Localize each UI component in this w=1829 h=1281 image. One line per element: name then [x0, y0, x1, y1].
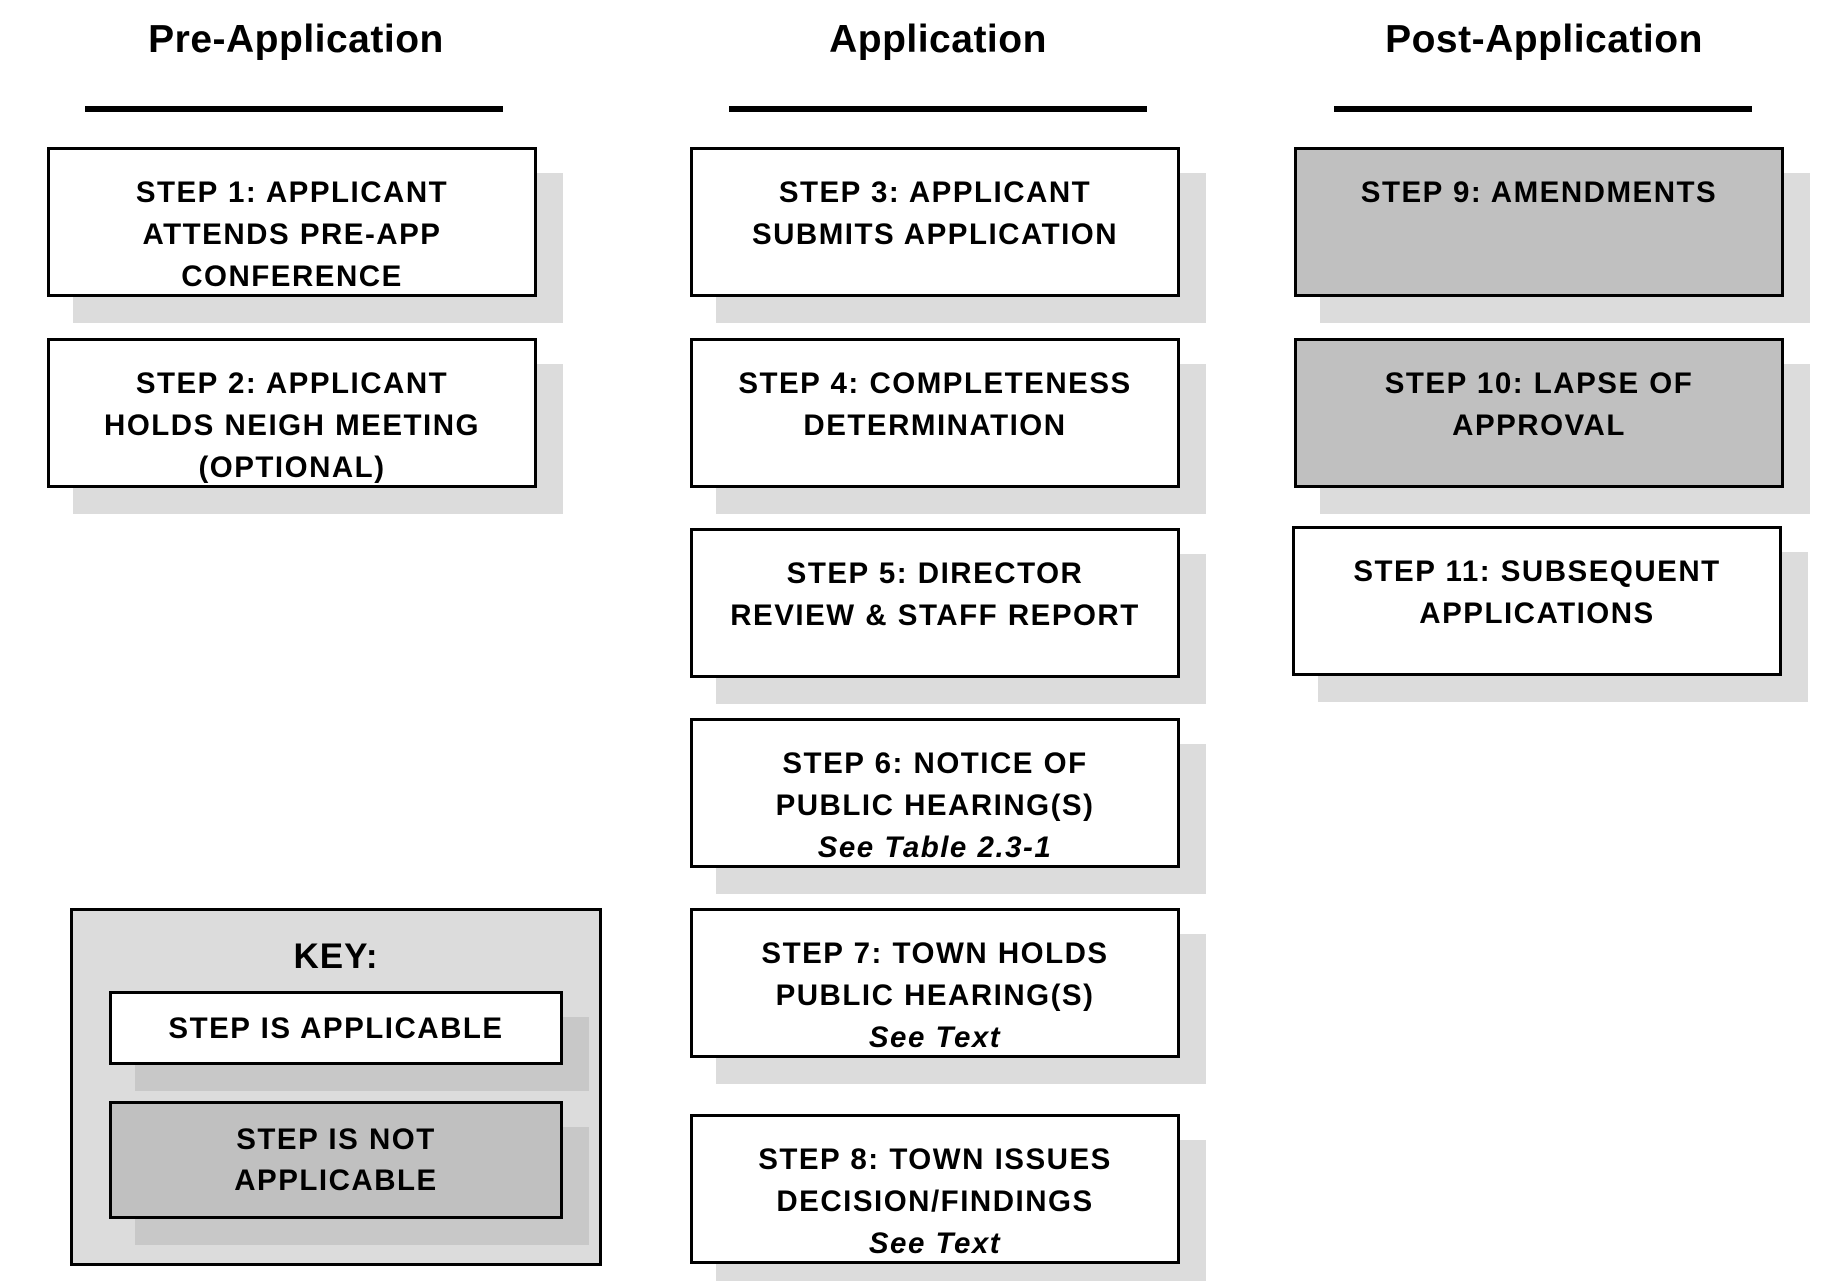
step-7-line-2: PUBLIC HEARING(S): [775, 979, 1095, 1012]
step-2-line-2: HOLDS NEIGH MEETING: [104, 409, 480, 442]
legend-not-applicable-line-2: APPLICABLE: [234, 1164, 438, 1197]
step-1-line-2: ATTENDS PRE-APP: [142, 218, 442, 251]
step-11-line-2: APPLICATIONS: [1419, 597, 1655, 630]
pre-application-rule: [85, 106, 503, 112]
step-9-line-1: STEP 9: AMENDMENTS: [1360, 176, 1718, 209]
step-8-note: See Text: [868, 1227, 1002, 1260]
step-7-box: STEP 7: TOWN HOLDS PUBLIC HEARING(S) See…: [690, 908, 1180, 1058]
step-1-box: STEP 1: APPLICANT ATTENDS PRE-APP CONFER…: [47, 147, 537, 297]
application-rule: [729, 106, 1147, 112]
step-4-box: STEP 4: COMPLETENESS DETERMINATION: [690, 338, 1180, 488]
step-7-line-1: STEP 7: TOWN HOLDS: [761, 937, 1109, 970]
step-8-box: STEP 8: TOWN ISSUES DECISION/FINDINGS Se…: [690, 1114, 1180, 1264]
legend-box: KEY: STEP IS APPLICABLE STEP IS NOT APPL…: [70, 908, 602, 1266]
step-3-line-1: STEP 3: APPLICANT: [778, 176, 1092, 209]
step-1-line-1: STEP 1: APPLICANT: [135, 176, 449, 209]
step-6-line-2: PUBLIC HEARING(S): [775, 789, 1095, 822]
step-2-line-3: (OPTIONAL): [198, 451, 386, 484]
post-application-rule: [1334, 106, 1752, 112]
step-8-line-2: DECISION/FINDINGS: [776, 1185, 1094, 1218]
legend-applicable-swatch: STEP IS APPLICABLE: [109, 991, 563, 1065]
step-2-box: STEP 2: APPLICANT HOLDS NEIGH MEETING (O…: [47, 338, 537, 488]
step-7-note: See Text: [868, 1021, 1002, 1054]
step-6-note: See Table 2.3-1: [817, 831, 1053, 864]
step-4-line-2: DETERMINATION: [803, 409, 1067, 442]
step-5-line-2: REVIEW & STAFF REPORT: [730, 599, 1140, 632]
step-2-line-1: STEP 2: APPLICANT: [135, 367, 449, 400]
step-3-line-2: SUBMITS APPLICATION: [751, 218, 1119, 251]
step-10-box: STEP 10: LAPSE OF APPROVAL: [1294, 338, 1784, 488]
step-6-box: STEP 6: NOTICE OF PUBLIC HEARING(S) See …: [690, 718, 1180, 868]
step-11-box: STEP 11: SUBSEQUENT APPLICATIONS: [1292, 526, 1782, 676]
application-heading: Application: [829, 18, 1047, 61]
step-6-line-1: STEP 6: NOTICE OF: [782, 747, 1088, 780]
legend-applicable-label: STEP IS APPLICABLE: [168, 1011, 504, 1045]
step-5-line-1: STEP 5: DIRECTOR: [786, 557, 1084, 590]
legend-title: KEY:: [293, 937, 379, 976]
post-application-heading: Post-Application: [1385, 18, 1703, 61]
step-3-box: STEP 3: APPLICANT SUBMITS APPLICATION: [690, 147, 1180, 297]
legend-not-applicable-line-1: STEP IS NOT: [236, 1123, 436, 1156]
step-10-line-2: APPROVAL: [1452, 409, 1626, 442]
step-8-line-1: STEP 8: TOWN ISSUES: [758, 1143, 1112, 1176]
step-10-line-1: STEP 10: LAPSE OF: [1384, 367, 1694, 400]
legend-not-applicable-swatch: STEP IS NOT APPLICABLE: [109, 1101, 563, 1219]
step-5-box: STEP 5: DIRECTOR REVIEW & STAFF REPORT: [690, 528, 1180, 678]
step-11-line-1: STEP 11: SUBSEQUENT: [1353, 555, 1721, 588]
step-1-line-3: CONFERENCE: [181, 260, 403, 293]
step-9-box: STEP 9: AMENDMENTS: [1294, 147, 1784, 297]
step-4-line-1: STEP 4: COMPLETENESS: [738, 367, 1132, 400]
pre-application-heading: Pre-Application: [148, 18, 444, 61]
